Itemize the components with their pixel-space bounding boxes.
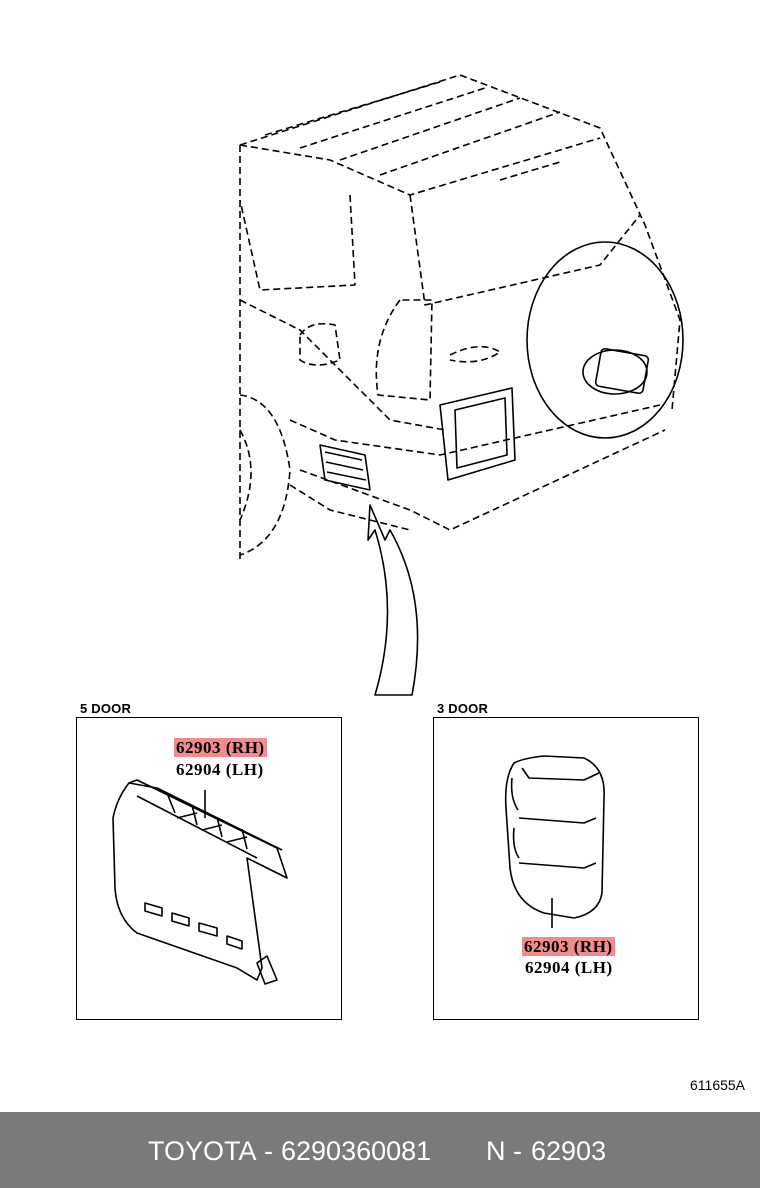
part-label-3-door-62904-lh: 62904 (LH) [525,958,613,978]
mudguard-3-door-illustration [504,755,605,928]
footer-brand: TOYOTA [148,1136,257,1166]
box-3-door [433,717,699,1020]
footer-n-prefix: N [486,1136,506,1166]
part-label-5-door-62904-lh: 62904 (LH) [176,760,264,780]
part-number: 62904 [525,958,570,977]
part-number: 62903 [176,738,221,757]
footer-bar: TOYOTA - 6290360081 N - 62903 [0,1112,760,1188]
part-side: (LH) [574,958,613,977]
part-number: 62903 [524,937,569,956]
mudguard-5-door-illustration [112,779,288,985]
vehicle-rear-illustration [239,74,684,696]
part-side: (RH) [573,937,613,956]
box-title-5-door: 5 DOOR [80,701,132,716]
footer-part-number: 6290360081 [281,1136,432,1166]
part-side: (RH) [225,738,265,757]
part-highlight: 62903 (RH) [174,738,267,757]
footer-separator-2: - [513,1136,522,1166]
footer-separator: - [264,1136,273,1166]
footer-n-number: 62903 [531,1136,607,1166]
box-title-3-door: 3 DOOR [437,701,489,716]
part-highlight: 62903 (RH) [522,937,615,956]
part-number: 62904 [176,760,221,779]
part-label-5-door-62903-rh: 62903 (RH) [174,738,267,758]
diagram-reference-id: 611655A [690,1077,746,1093]
part-side: (LH) [225,760,264,779]
part-label-3-door-62903-rh: 62903 (RH) [522,937,615,957]
box-5-door [76,717,342,1020]
